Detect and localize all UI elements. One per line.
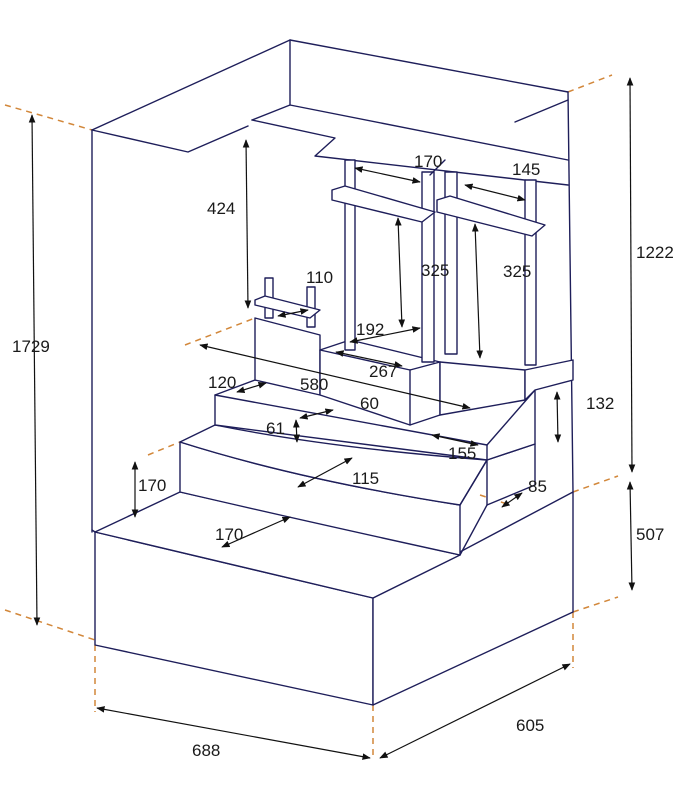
label-lower-riser: 170 <box>138 476 166 495</box>
dimension-lines <box>28 77 636 760</box>
label-small-rail-width: 110 <box>306 268 333 287</box>
label-post-height-right: 325 <box>503 262 531 281</box>
label-block-depth: 192 <box>356 320 384 339</box>
label-curved-step-side: 85 <box>528 477 547 496</box>
label-middle-step-depth: 60 <box>360 394 379 413</box>
label-bar-height: 424 <box>207 199 235 218</box>
label-base-height: 507 <box>636 525 664 544</box>
label-lower-tread: 170 <box>215 525 243 544</box>
label-upper-step-depth: 120 <box>208 373 236 392</box>
label-post-height-left: 325 <box>421 261 449 280</box>
posts <box>254 159 546 366</box>
label-block-width: 267 <box>369 362 397 381</box>
label-base-depth: 605 <box>516 716 544 735</box>
label-post-gap-left: 170 <box>414 152 442 171</box>
label-right-step-height: 132 <box>586 394 614 413</box>
label-post-gap-right: 145 <box>512 160 540 179</box>
label-middle-step-riser: 61 <box>266 419 285 438</box>
label-upper-step-width: 580 <box>300 375 328 394</box>
label-middle-step-offset: 155 <box>448 444 476 463</box>
dimension-labels: 1729 1222 507 688 605 424 110 170 145 32… <box>12 152 674 760</box>
label-curved-step-depth: 115 <box>352 469 379 488</box>
cabinet-frame <box>91 39 574 706</box>
label-base-width: 688 <box>192 741 220 760</box>
label-overall-height: 1729 <box>12 337 50 356</box>
label-upper-height: 1222 <box>636 243 674 262</box>
